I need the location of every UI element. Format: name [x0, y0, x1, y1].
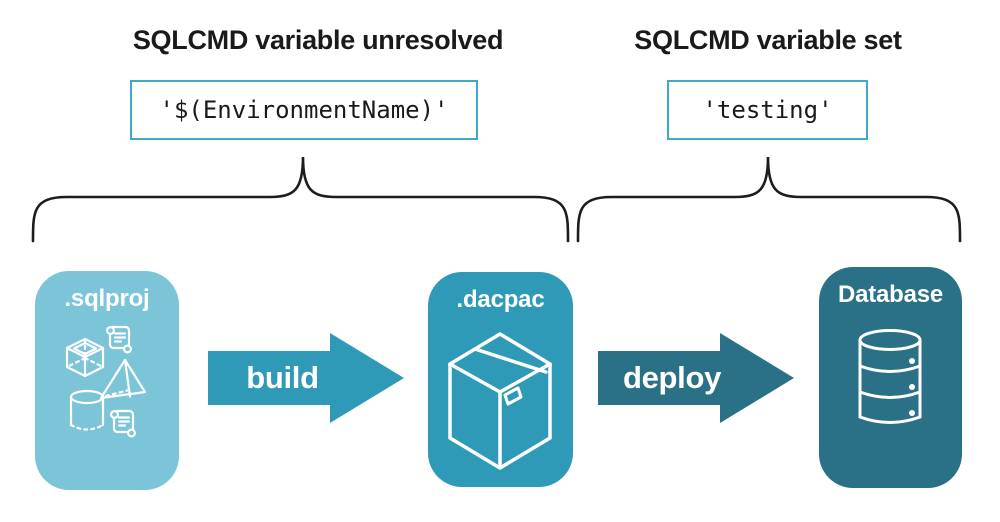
scroll-icon	[109, 409, 137, 438]
database-cylinder-icon	[858, 329, 922, 424]
heading-sqlcmd-unresolved: SQLCMD variable unresolved	[132, 25, 504, 55]
code-box-environment-name: '$(EnvironmentName)'	[130, 80, 478, 140]
deploy-arrow-label: deploy	[622, 360, 722, 395]
heading-sqlcmd-set: SQLCMD variable set	[634, 25, 902, 55]
pyramid-icon	[99, 358, 147, 400]
curly-brace-right	[576, 156, 962, 243]
node-sqlproj-label: .sqlproj	[64, 285, 150, 312]
build-arrow	[208, 333, 404, 423]
node-database: Database	[819, 267, 962, 488]
build-arrow-label: build	[246, 360, 319, 395]
cube-icon	[65, 337, 105, 378]
scroll-icon	[105, 325, 133, 354]
node-database-label: Database	[837, 281, 944, 308]
cylinder-icon	[69, 389, 105, 431]
package-box-icon	[448, 332, 552, 470]
curly-brace-left	[31, 156, 570, 243]
code-box-testing: 'testing'	[667, 80, 868, 140]
deploy-arrow	[598, 333, 794, 423]
node-dacpac-label: .dacpac	[456, 286, 545, 313]
sqlproj-objects-illustration	[65, 325, 147, 438]
node-dacpac: .dacpac	[428, 272, 573, 487]
node-sqlproj: .sqlproj	[35, 271, 179, 490]
